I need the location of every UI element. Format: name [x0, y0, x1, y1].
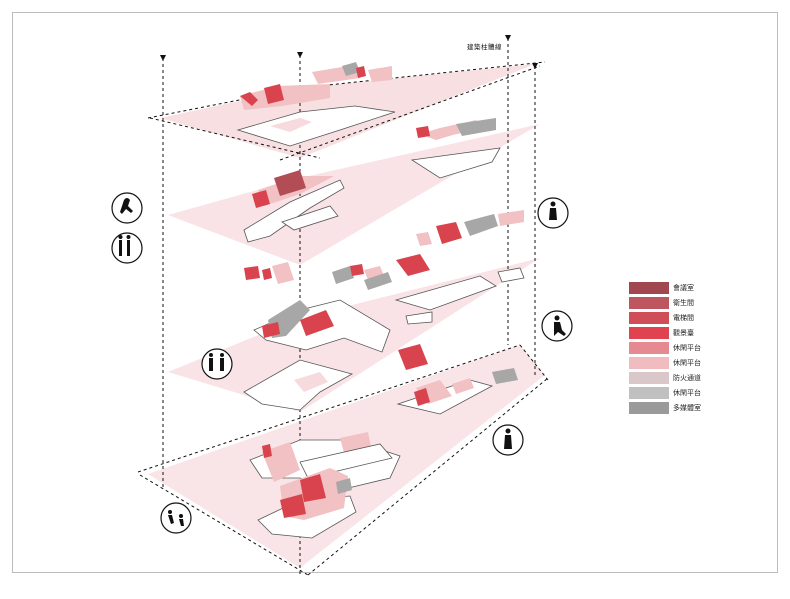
- legend-label: 電梯間: [673, 313, 694, 322]
- legend-item: 會議室: [629, 280, 701, 295]
- people-standing-icon: [111, 232, 143, 264]
- legend-item: 防火通道: [629, 370, 701, 385]
- column-line-label: 建築柱體線: [467, 43, 502, 51]
- legend-label: 休閑平台: [673, 388, 701, 397]
- legend-label: 多媒體室: [673, 403, 701, 412]
- legend-swatch: [629, 401, 669, 414]
- person-walking-icon: [492, 424, 524, 456]
- legend-swatch: [629, 326, 669, 339]
- legend-swatch: [629, 386, 669, 399]
- legend-swatch: [629, 296, 669, 309]
- legend-item: 休閑平台: [629, 385, 701, 400]
- ground-floor: [249, 432, 401, 539]
- legend-swatch: [629, 281, 669, 294]
- upper-floor: [243, 118, 524, 246]
- floor-plane-upper: [168, 124, 540, 265]
- legend-item: 觀景臺: [629, 325, 701, 340]
- diagram-frame: [12, 12, 778, 573]
- top-floor: [236, 62, 396, 147]
- person-standing-icon: [537, 197, 569, 229]
- legend-item: 休閑平台: [629, 355, 701, 370]
- legend-label: 觀景臺: [673, 328, 694, 337]
- legend-label: 會議室: [673, 283, 694, 292]
- children-playing-icon: [160, 502, 192, 534]
- person-sitting-icon: [111, 192, 143, 224]
- legend-item: 多媒體室: [629, 400, 701, 415]
- person-seated-right-icon: [541, 310, 573, 342]
- legend-swatch: [629, 371, 669, 384]
- legend-item: 電梯間: [629, 310, 701, 325]
- lower-floor: [243, 359, 518, 415]
- legend-label: 防火通道: [673, 373, 701, 382]
- legend-item: 休閑平台: [629, 340, 701, 355]
- legend-label: 衛生間: [673, 298, 694, 307]
- middle-floor: [244, 254, 525, 370]
- legend-swatch: [629, 356, 669, 369]
- legend-label: 休閑平台: [673, 343, 701, 352]
- couple-icon: [201, 348, 233, 380]
- legend-item: 衛生間: [629, 295, 701, 310]
- legend-label: 休閑平台: [673, 358, 701, 367]
- legend-swatch: [629, 311, 669, 324]
- legend: 會議室 衛生間 電梯間 觀景臺 休閑平台 休閑平台 防火通道 休閑平台 多媒體室: [629, 280, 701, 415]
- legend-swatch: [629, 341, 669, 354]
